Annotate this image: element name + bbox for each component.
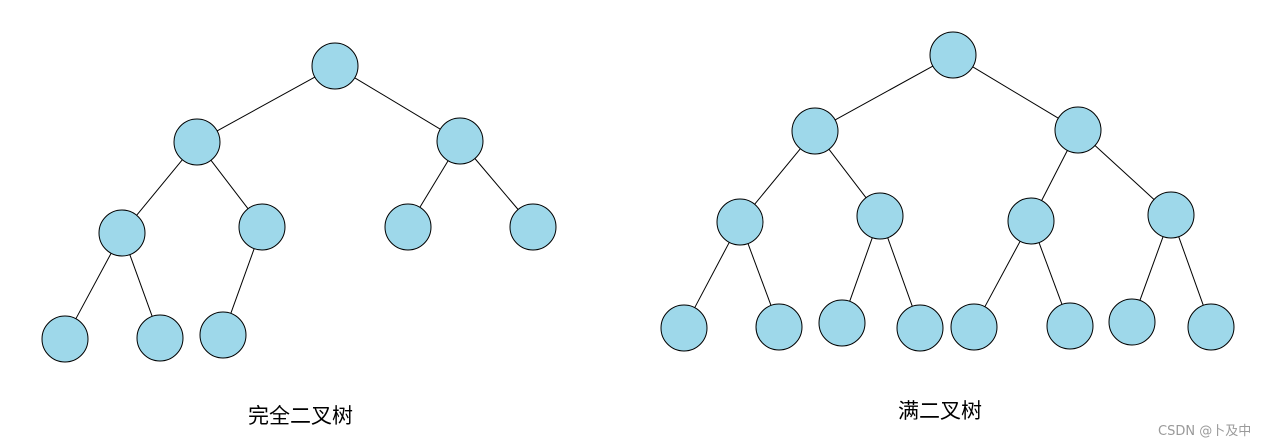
- csdn-watermark: CSDN @卜及中: [1158, 424, 1252, 439]
- full-tree-edge: [1094, 145, 1155, 200]
- full-tree-node: [1054, 106, 1102, 154]
- complete-tree-node: [384, 203, 432, 251]
- full-tree-edge: [834, 65, 934, 121]
- complete-tree-node: [136, 314, 184, 362]
- full-tree-node: [791, 107, 839, 155]
- full-tree-edge: [694, 242, 730, 308]
- full-tree-node: [1046, 302, 1094, 350]
- complete-tree-node: [98, 209, 146, 257]
- full-tree-edge: [1139, 236, 1164, 301]
- full-tree-node: [856, 192, 904, 240]
- full-tree-node: [929, 31, 977, 79]
- complete-tree-edge: [354, 77, 441, 130]
- full-tree-edge: [1038, 242, 1063, 305]
- full-tree-edge: [747, 243, 772, 306]
- complete-tree-node: [41, 315, 89, 363]
- complete-tree-node: [238, 203, 286, 251]
- complete-tree-node: [173, 118, 221, 166]
- complete-tree-edge: [216, 76, 316, 132]
- complete-binary-tree-caption: 完全二叉树: [248, 404, 353, 428]
- full-tree-node: [1007, 197, 1055, 245]
- full-tree-node: [1187, 303, 1235, 351]
- full-tree-node: [1108, 298, 1156, 346]
- complete-tree-edge: [419, 160, 449, 208]
- complete-tree-edge: [230, 248, 255, 314]
- complete-tree-node: [311, 42, 359, 90]
- complete-tree-edge: [136, 159, 183, 216]
- full-tree-edge: [754, 148, 801, 205]
- full-binary-tree-caption: 满二叉树: [898, 399, 982, 423]
- complete-tree-node: [436, 117, 484, 165]
- full-tree-node: [1147, 191, 1195, 239]
- full-tree-node: [896, 304, 944, 352]
- full-tree-node: [660, 304, 708, 352]
- full-tree-edge: [984, 241, 1021, 307]
- full-tree-node: [818, 299, 866, 347]
- complete-tree-node: [199, 311, 247, 359]
- full-tree-node: [716, 198, 764, 246]
- full-tree-edge: [972, 66, 1059, 119]
- complete-tree-node: [509, 203, 557, 251]
- full-tree-edge: [1041, 150, 1068, 201]
- full-tree-node: [950, 303, 998, 351]
- full-tree-edge: [887, 237, 913, 307]
- full-tree-edge: [828, 148, 867, 199]
- full-tree-edge: [1178, 236, 1204, 306]
- complete-tree-edge: [129, 254, 153, 317]
- complete-tree-edge: [75, 253, 112, 319]
- complete-tree-edge: [210, 159, 249, 210]
- complete-tree-edge: [474, 158, 519, 210]
- full-tree-node: [755, 303, 803, 351]
- full-tree-edge: [849, 237, 873, 302]
